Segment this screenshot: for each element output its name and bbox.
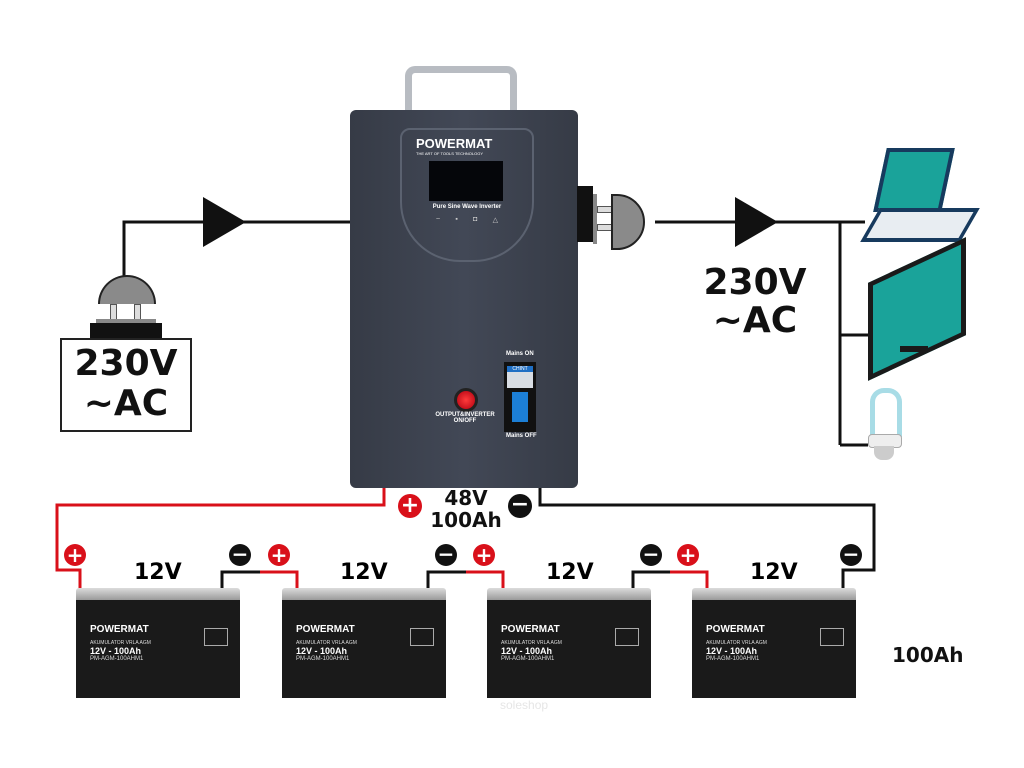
ac-wave-icon: ~ [436, 216, 441, 223]
battery-indicator [204, 628, 228, 646]
terminal-negative-3: − [640, 544, 662, 566]
input-ac-wire [122, 220, 352, 292]
battery-voltage-label: 12V [750, 560, 798, 585]
mains-breaker[interactable]: CHINT [504, 362, 536, 432]
mains-on-label: Mains ON [506, 351, 534, 357]
lcd-display [429, 161, 503, 201]
model-text: Pure Sine Wave Inverter [432, 204, 502, 210]
inverter-unit: POWERMAT THE ART OF TOOLS TECHNOLOGY Pur… [350, 110, 578, 488]
battery-model: PM-AGM-100AHM1 [296, 656, 350, 662]
terminal-positive-3: + [473, 544, 495, 566]
battery-capacity-label: 100Ah [892, 643, 964, 667]
battery-voltage-label: 12V [546, 560, 594, 585]
output-type: ~AC [712, 300, 798, 341]
battery-brand: POWERMAT [706, 624, 765, 635]
watermark: soleshop [500, 698, 549, 712]
brand-logo: POWERMAT THE ART OF TOOLS TECHNOLOGY [416, 136, 493, 156]
input-flow-arrow [203, 197, 246, 247]
bank-positive-icon: + [398, 494, 422, 518]
battery-model: PM-AGM-100AHM1 [90, 656, 144, 662]
breaker-brand: CHINT [507, 366, 533, 372]
battery-indicator [820, 628, 844, 646]
battery-type: AKUMULATOR VRLA AGM [501, 640, 562, 646]
input-type: ~AC [83, 383, 169, 424]
input-voltage: 230V [74, 343, 178, 384]
indicator-leds: ~ ▪ ◘ △ [436, 216, 498, 224]
load-bus-wire [838, 222, 868, 447]
warning-icon: △ [492, 217, 498, 224]
terminal-positive-1: + [64, 544, 86, 566]
battery-brand: POWERMAT [501, 624, 560, 635]
battery-brand: POWERMAT [296, 624, 355, 635]
battery-voltage-label: 12V [340, 560, 388, 585]
battery-model: PM-AGM-100AHM1 [706, 656, 760, 662]
light-bulb-icon [866, 388, 902, 468]
inverter-front-panel: POWERMAT THE ART OF TOOLS TECHNOLOGY Pur… [400, 128, 534, 262]
terminal-negative-1: − [229, 544, 251, 566]
bank-label: 48V 100Ah [420, 487, 512, 531]
bank-positive-wire [55, 486, 386, 590]
battery-type: AKUMULATOR VRLA AGM [296, 640, 357, 646]
battery-model: PM-AGM-100AHM1 [501, 656, 555, 662]
battery-type: AKUMULATOR VRLA AGM [90, 640, 151, 646]
terminal-negative-2: − [435, 544, 457, 566]
battery-rating: 12V - 100Ah [90, 646, 142, 656]
bank-capacity: 100Ah [430, 508, 502, 532]
battery-rating: 12V - 100Ah [706, 646, 758, 656]
terminal-positive-4: + [677, 544, 699, 566]
input-source-box: 230V ~AC [60, 338, 192, 432]
output-voltage: 230V [703, 262, 807, 303]
battery-type: AKUMULATOR VRLA AGM [706, 640, 767, 646]
power-switch-button[interactable] [454, 388, 478, 412]
bank-voltage: 48V [444, 486, 488, 510]
battery-rating: 12V - 100Ah [296, 646, 348, 656]
output-plug-icon [593, 194, 655, 252]
output-label: 230V ~AC [700, 264, 810, 340]
battery-voltage-label: 12V [134, 560, 182, 585]
laptop-icon [860, 148, 980, 242]
inverter-handle [405, 66, 517, 116]
output-socket [577, 186, 593, 242]
monitor-icon [868, 237, 968, 381]
battery-rating: 12V - 100Ah [501, 646, 553, 656]
terminal-positive-2: + [268, 544, 290, 566]
terminal-negative-4: − [840, 544, 862, 566]
battery-indicator [615, 628, 639, 646]
battery-brand: POWERMAT [90, 624, 149, 635]
mains-off-label: Mains OFF [506, 433, 537, 439]
output-flow-arrow [735, 197, 778, 247]
battery-indicator [410, 628, 434, 646]
bank-negative-wire [538, 486, 876, 590]
load-icon: ◘ [473, 216, 478, 223]
bank-negative-icon: − [508, 494, 532, 518]
battery-icon: ▪ [455, 216, 458, 223]
input-plug-icon [90, 275, 162, 338]
breaker-toggle[interactable] [512, 392, 528, 422]
